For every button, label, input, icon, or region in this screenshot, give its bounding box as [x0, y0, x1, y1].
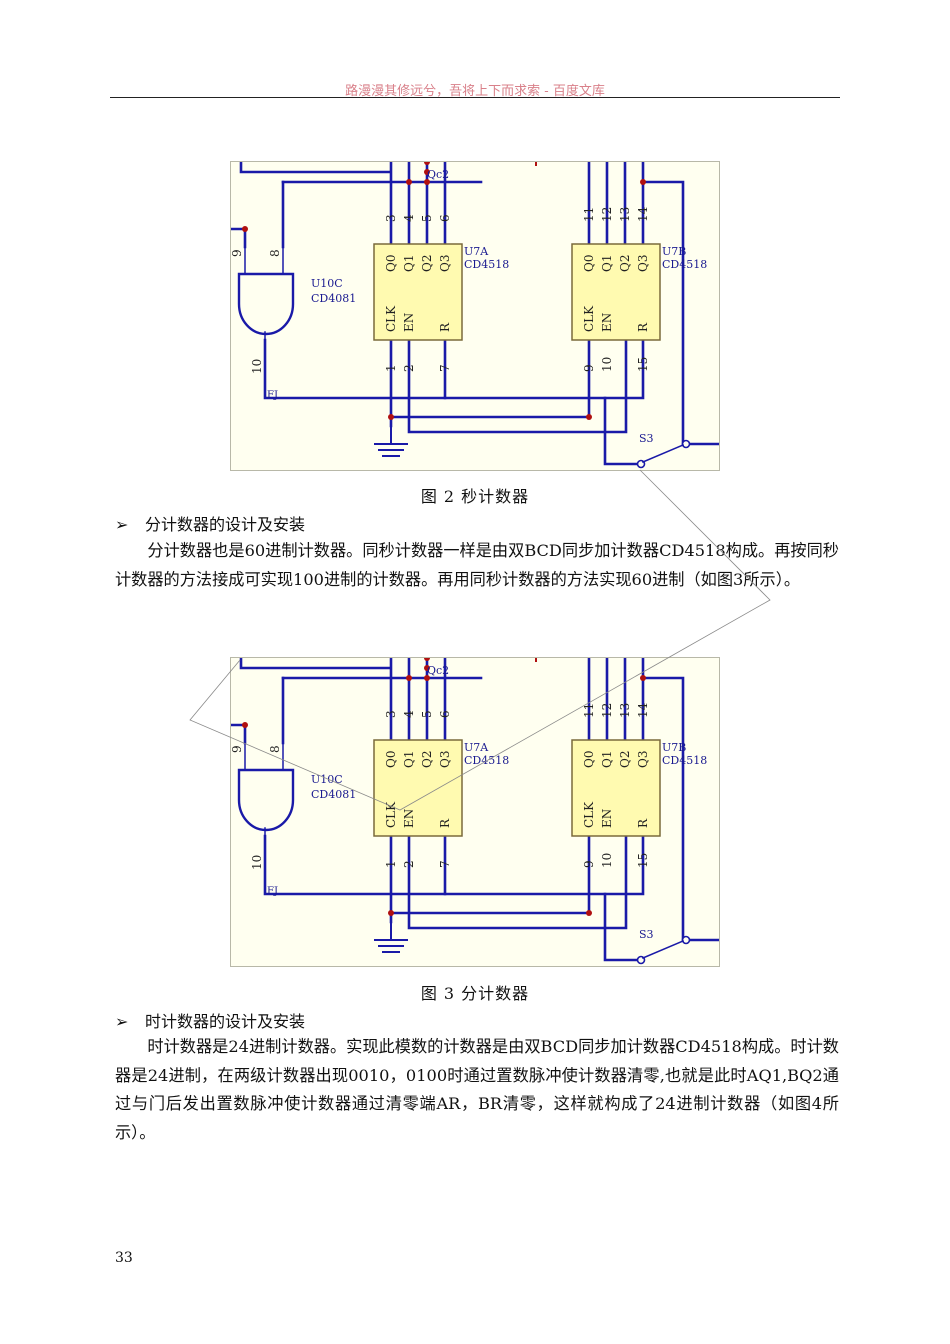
circuit-label: S3	[639, 928, 654, 941]
circuit-label: U7A	[464, 245, 489, 258]
figure-3-circuit: Qc2 U7A CD4518 U7B CD4518 U10C CD4081 FJ…	[230, 657, 720, 967]
circuit-label: U7B	[662, 741, 686, 754]
chip-pin-label: EN	[600, 809, 614, 828]
page-header: 路漫漫其修远兮，吾将上下而求索 - 百度文库	[345, 84, 605, 99]
pin-number: 2	[402, 364, 416, 372]
pin-number: 9	[231, 249, 244, 257]
pin-number: 14	[636, 702, 650, 718]
pin-number: 11	[582, 207, 596, 222]
chip-pin-label: CLK	[384, 801, 398, 828]
figure-2-circuit: Qc2 U7A CD4518 U7B CD4518 U10C CD4081 FJ…	[230, 161, 720, 471]
section-heading-minute-text: 分计数器的设计及安装	[145, 515, 306, 534]
pin-number: 9	[582, 364, 596, 372]
paragraph-hour: 时计数器是24进制计数器。实现此模数的计数器是由双BCD同步加计数器CD4518…	[115, 1033, 839, 1147]
section-heading-minute: ➢ 分计数器的设计及安装	[115, 511, 305, 535]
paragraph-minute: 分计数器也是60进制计数器。同秒计数器一样是由双BCD同步加计数器CD4518构…	[115, 537, 839, 594]
pin-number: 13	[618, 703, 632, 718]
pin-number: 10	[250, 855, 264, 870]
pin-number: 1	[384, 860, 398, 868]
chip-pin-label: EN	[402, 313, 416, 332]
pin-number: 4	[402, 710, 416, 718]
chip-pin-label: CLK	[582, 305, 596, 332]
output-label: Q3	[636, 751, 650, 768]
chip-pin-label: EN	[402, 809, 416, 828]
chip-pin-label: CLK	[582, 801, 596, 828]
pin-number: 3	[384, 214, 398, 222]
circuit-label: U7A	[464, 741, 489, 754]
circuit-label: FJ	[267, 390, 278, 401]
page-number: 33	[115, 1250, 133, 1266]
output-label: Q2	[618, 751, 632, 768]
pin-number: 15	[636, 357, 650, 372]
pin-number: 7	[438, 364, 452, 372]
circuit-label: Qc2	[427, 168, 449, 181]
output-label: Q2	[618, 255, 632, 272]
pin-number: 10	[600, 357, 614, 372]
pin-number: 14	[636, 206, 650, 222]
chip-pin-label: EN	[600, 313, 614, 332]
circuit-label: U7B	[662, 245, 686, 258]
pin-number: 1	[384, 364, 398, 372]
figure-2-caption: 图 2 秒计数器	[420, 487, 530, 506]
chip-pin-label: R	[636, 818, 650, 828]
circuit-label: U10C	[311, 773, 343, 786]
paragraph-minute-text: 分计数器也是60进制计数器。同秒计数器一样是由双BCD同步加计数器CD4518构…	[115, 541, 839, 589]
pin-number: 10	[250, 359, 264, 374]
pin-number: 12	[600, 703, 614, 718]
output-label: Q3	[438, 751, 452, 768]
circuit-label: U10C	[311, 277, 343, 290]
pin-number: 5	[420, 214, 434, 222]
output-label: Q3	[438, 255, 452, 272]
output-label: Q3	[636, 255, 650, 272]
output-label: Q1	[600, 751, 614, 768]
section-heading-hour-text: 时计数器的设计及安装	[145, 1012, 306, 1031]
pin-number: 9	[582, 860, 596, 868]
output-label: Q1	[600, 255, 614, 272]
output-label: Q2	[420, 255, 434, 272]
pin-number: 6	[438, 214, 452, 222]
pin-number: 2	[402, 860, 416, 868]
pin-number: 6	[438, 710, 452, 718]
pin-number: 9	[231, 745, 244, 753]
circuit-label: FJ	[267, 886, 278, 897]
section-heading-hour: ➢ 时计数器的设计及安装	[115, 1008, 305, 1032]
chip-pin-label: R	[636, 322, 650, 332]
circuit-label: CD4518	[662, 754, 707, 767]
output-label: Q0	[582, 255, 596, 272]
pin-number: 4	[402, 214, 416, 222]
circuit-label: CD4081	[311, 292, 356, 305]
circuit-label: S3	[639, 432, 654, 445]
chip-pin-label: R	[438, 818, 452, 828]
output-label: Q0	[384, 255, 398, 272]
circuit-label: CD4518	[464, 754, 509, 767]
circuit-label: Qc2	[427, 664, 449, 677]
paragraph-hour-text: 时计数器是24进制计数器。实现此模数的计数器是由双BCD同步加计数器CD4518…	[115, 1037, 839, 1142]
arrow-bullet-icon: ➢	[115, 1012, 129, 1031]
pin-number: 12	[600, 207, 614, 222]
figure-3-caption: 图 3 分计数器	[420, 984, 530, 1003]
header-divider	[110, 97, 840, 98]
pin-number: 8	[268, 745, 282, 753]
circuit-label: CD4518	[464, 258, 509, 271]
pin-number: 10	[600, 853, 614, 868]
circuit-label: CD4081	[311, 788, 356, 801]
output-label: Q1	[402, 751, 416, 768]
output-label: Q0	[582, 751, 596, 768]
circuit-label: CD4518	[662, 258, 707, 271]
pin-number: 8	[268, 249, 282, 257]
pin-number: 15	[636, 853, 650, 868]
output-label: Q2	[420, 751, 434, 768]
pin-number: 3	[384, 710, 398, 718]
pin-number: 13	[618, 207, 632, 222]
chip-pin-label: R	[438, 322, 452, 332]
output-label: Q1	[402, 255, 416, 272]
arrow-bullet-icon: ➢	[115, 515, 129, 534]
pin-number: 7	[438, 860, 452, 868]
pin-number: 11	[582, 703, 596, 718]
output-label: Q0	[384, 751, 398, 768]
pin-number: 5	[420, 710, 434, 718]
chip-pin-label: CLK	[384, 305, 398, 332]
